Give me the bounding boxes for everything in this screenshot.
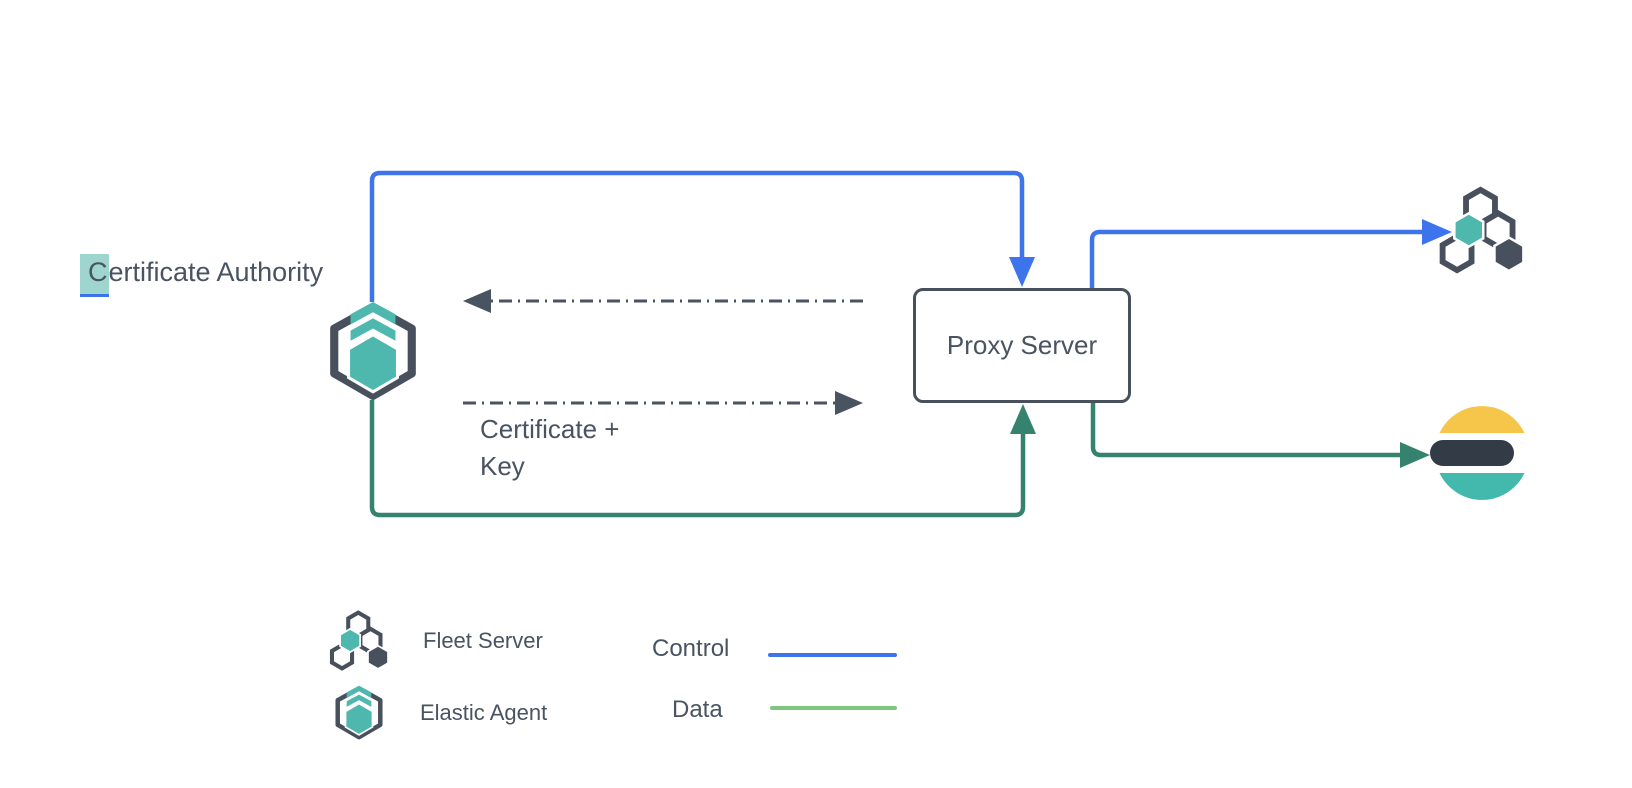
arrowhead-right-icon xyxy=(1400,442,1430,468)
control-connector-proxy-to-fleet xyxy=(1089,219,1452,288)
proxy-server-label: Proxy Server xyxy=(946,330,1098,360)
legend-elastic-agent-label: Elastic Agent xyxy=(420,700,548,725)
fleet-server-icon xyxy=(328,608,392,673)
control-connector-agent-to-proxy xyxy=(369,170,1035,302)
certificate-authority-label[interactable]: Certificate Authority xyxy=(80,254,323,297)
fleet-server-icon[interactable] xyxy=(1437,183,1529,277)
legend-control-line-swatch xyxy=(768,653,897,657)
arrowhead-right-icon xyxy=(835,391,863,415)
text-selection-highlight: C xyxy=(80,254,109,297)
data-connector-proxy-to-elasticsearch xyxy=(1090,403,1430,468)
elastic-agent-icon[interactable] xyxy=(318,300,428,402)
elastic-agent-icon xyxy=(331,684,387,741)
data-connector-agent-to-proxy xyxy=(369,400,1036,518)
arrowhead-up-icon xyxy=(1010,404,1036,434)
legend-fleet-server-label: Fleet Server xyxy=(423,628,543,653)
arrowhead-left-icon xyxy=(463,289,491,313)
arrowhead-down-icon xyxy=(1009,257,1035,287)
certificate-request-dashed-arrow xyxy=(463,289,863,313)
legend-control-label: Control xyxy=(652,635,730,662)
legend-data-label: Data xyxy=(672,696,723,723)
certificate-key-dashed-arrow xyxy=(463,391,863,415)
elasticsearch-icon[interactable] xyxy=(1430,403,1530,503)
proxy-server-node[interactable]: Proxy Server xyxy=(913,288,1131,403)
certificate-key-annotation: Certificate + Key xyxy=(480,414,620,481)
arrowhead-right-icon xyxy=(1422,219,1452,245)
legend-data-line-swatch xyxy=(770,706,897,710)
